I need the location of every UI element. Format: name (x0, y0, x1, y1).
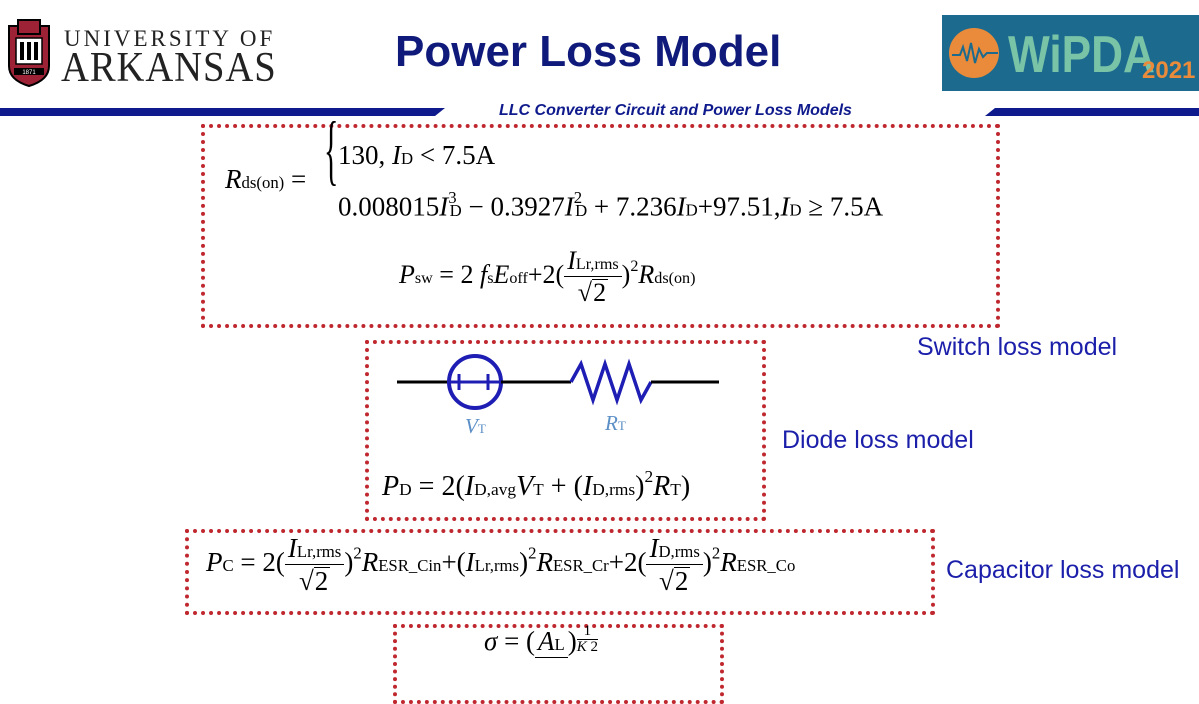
resistor-icon (569, 358, 653, 406)
capacitor-loss-label: Capacitor loss model (946, 556, 1180, 584)
university-name-line2: ARKANSAS (61, 45, 277, 91)
pc-equation: PC = 2(ILr,rms√2)2RESR_Cin+(ILr,rms)2RES… (206, 533, 796, 596)
diode-loss-label: Diode loss model (782, 426, 974, 454)
page-subtitle: LLC Converter Circuit and Power Loss Mod… (499, 102, 852, 119)
page-title: Power Loss Model (395, 27, 782, 76)
rds-case1-value: 130, (338, 140, 386, 170)
psw-equation: Psw = 2 fsEoff+2(ILr,rms√2)2Rds(on) (399, 246, 696, 307)
wipda-logo-text: WiPDA (1008, 26, 1155, 84)
diode-equivalent-circuit (397, 354, 719, 410)
svg-text:1871: 1871 (22, 70, 36, 76)
rds-case2-coef1: 0.008015 (338, 191, 440, 222)
waveform-icon (949, 28, 999, 78)
university-logo: 1871 UNIVERSITY OF ARKANSAS (4, 18, 289, 91)
header-bar (0, 108, 1199, 116)
source-label: VT (465, 414, 486, 438)
rds-case2-coef3: + 7.236 (593, 191, 677, 222)
rds-case2-coef2: − 0.3927 (468, 191, 565, 222)
diode-loss-box (365, 340, 766, 521)
rds-case2-const: +97.51, (697, 191, 781, 222)
switch-loss-box (201, 124, 1000, 328)
capacitor-loss-box (185, 529, 935, 615)
rds-case2-condition: ≥ 7.5A (808, 191, 884, 222)
rds-case1-condition: < 7.5A (419, 140, 496, 170)
university-seal-icon: 1871 (8, 19, 50, 88)
university-name-line1: UNIVERSITY OF (64, 26, 276, 51)
brace: { (324, 107, 339, 194)
switch-loss-label: Switch loss model (917, 333, 1118, 361)
wipda-logo: WiPDA 2021 (942, 15, 1199, 91)
wipda-logo-year: 2021 (1142, 57, 1196, 84)
resistor-label: RT (605, 411, 626, 435)
pd-equation: PD = 2(ID,avgVT + (ID,rms)2RT) (382, 467, 691, 503)
